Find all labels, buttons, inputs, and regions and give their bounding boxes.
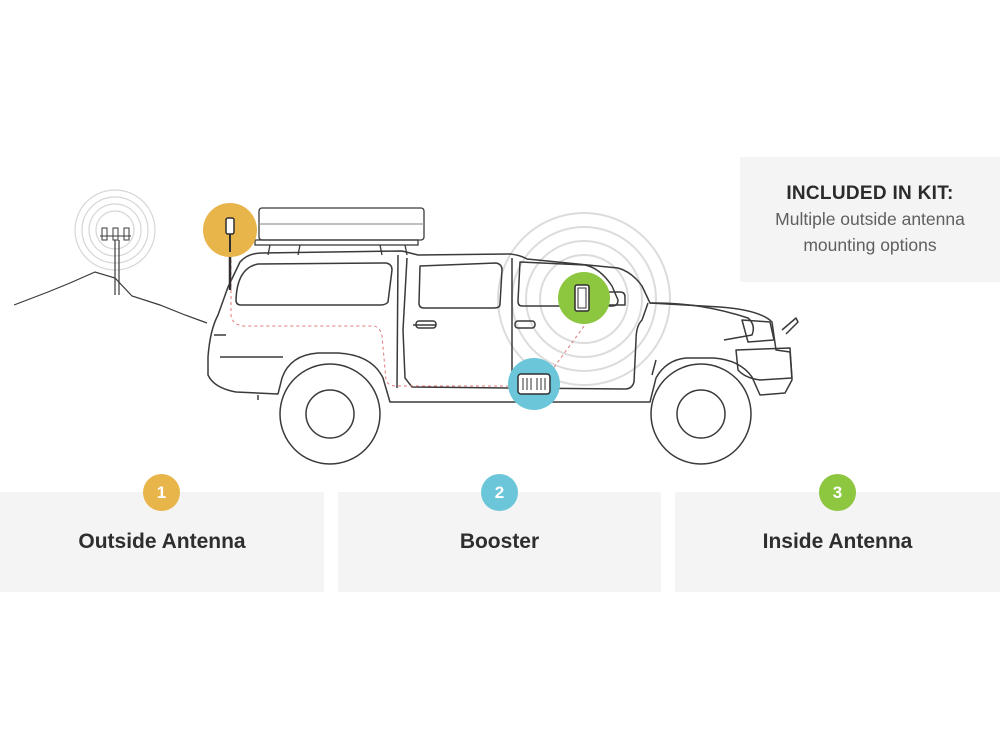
- front-wheel: [650, 363, 752, 465]
- truck-body: [207, 250, 799, 403]
- kit-description-line-2: mounting options: [803, 235, 937, 255]
- step-badge-2: 2: [481, 474, 518, 511]
- booster-icon: [508, 358, 560, 410]
- step-label: Inside Antenna: [762, 530, 913, 553]
- step-label: Outside Antenna: [78, 530, 246, 553]
- included-in-kit-box: INCLUDED IN KIT: Multiple outside antenn…: [740, 157, 1000, 282]
- outside-antenna-icon: [203, 203, 257, 290]
- step-badge-3: 3: [819, 474, 856, 511]
- step-badge-1: 1: [143, 474, 180, 511]
- roof-rack: [254, 207, 425, 256]
- cell-tower-icon: [74, 189, 156, 295]
- rear-wheel: [279, 363, 381, 465]
- inside-antenna-icon: [558, 272, 610, 324]
- kit-description-line-1: Multiple outside antenna: [775, 209, 965, 229]
- step-panel-inside-antenna: Inside Antenna: [675, 492, 1000, 592]
- kit-title: INCLUDED IN KIT:: [786, 183, 954, 204]
- hill-outline: [13, 271, 208, 324]
- step-label: Booster: [459, 530, 540, 553]
